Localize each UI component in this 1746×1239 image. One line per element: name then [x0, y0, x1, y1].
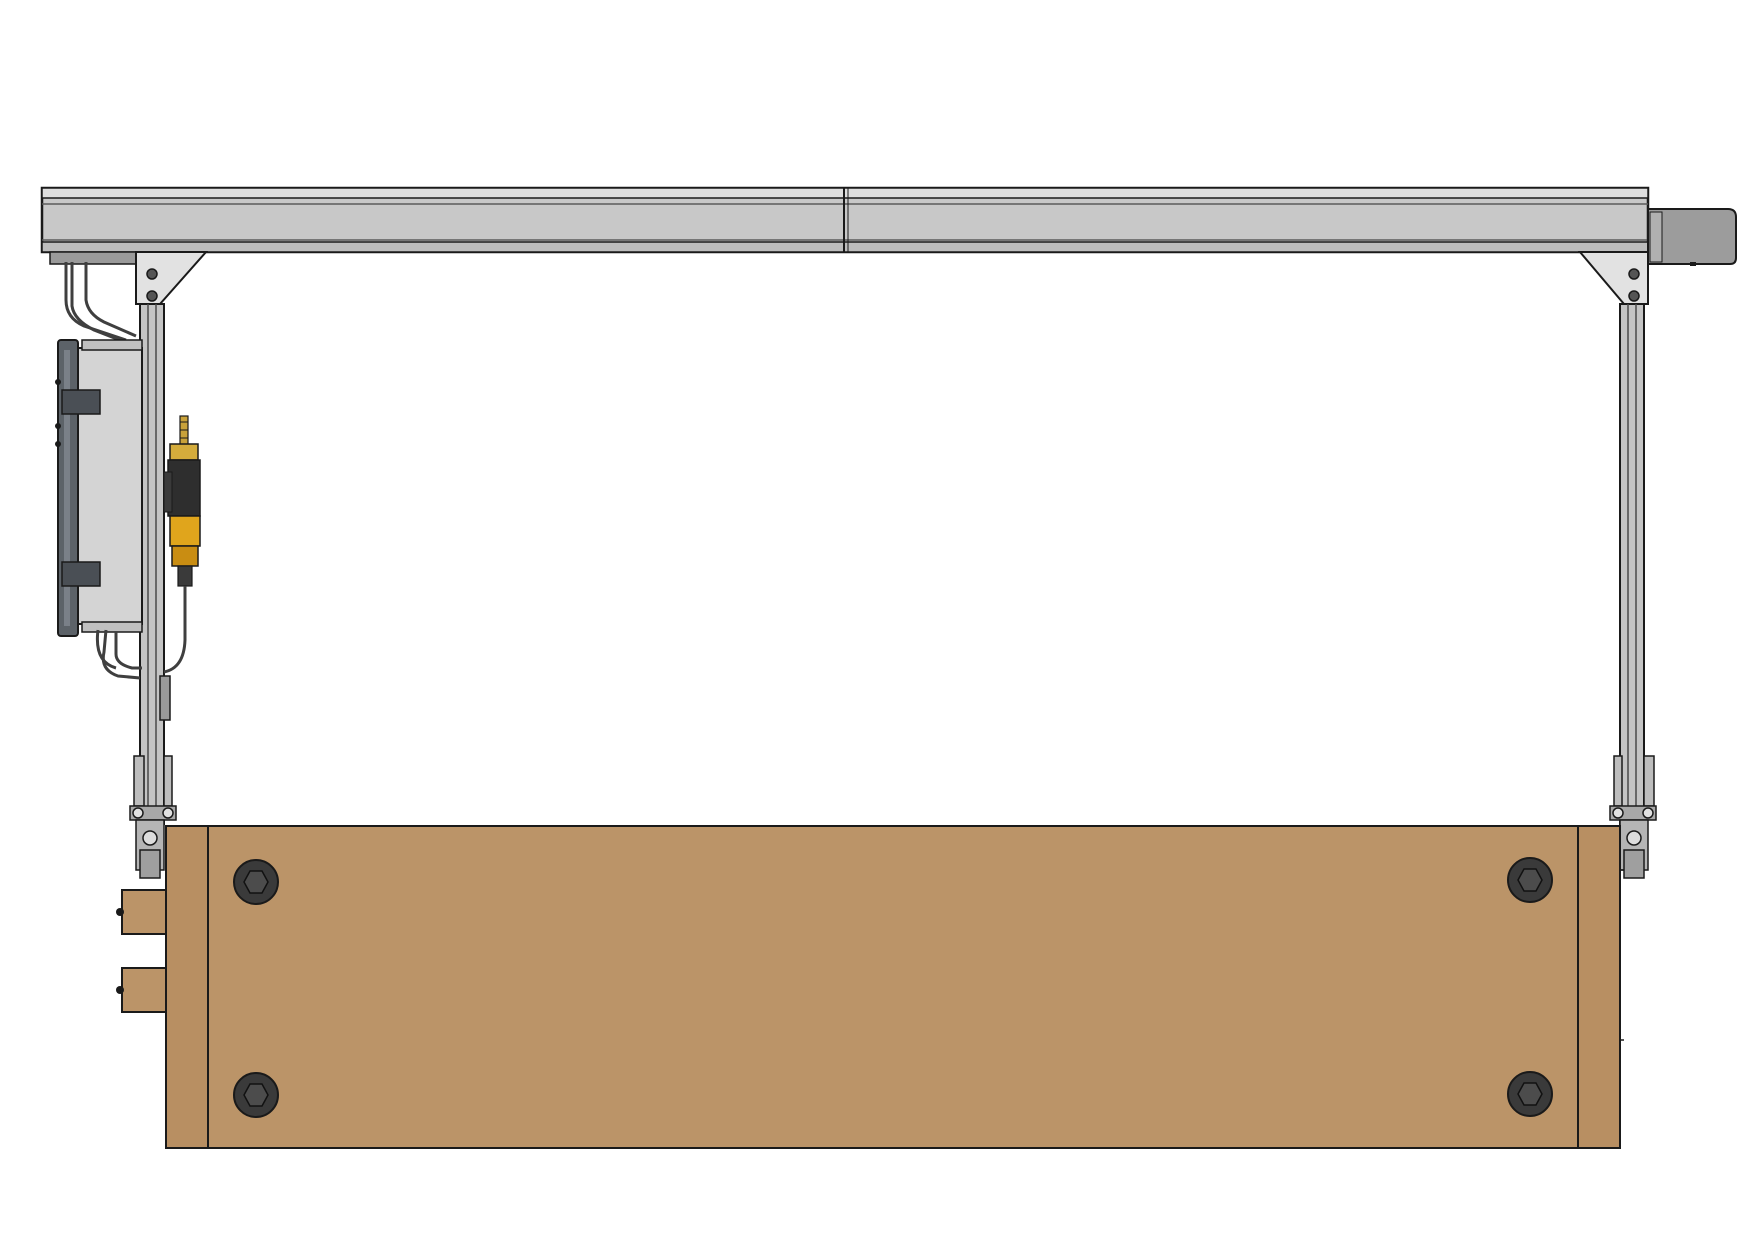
enclosure-top-flange: [81, 339, 143, 351]
door-screw: [55, 441, 61, 447]
electrical-enclosure: [55, 339, 143, 637]
brass-nut: [169, 443, 199, 461]
left-corner-bracket: [135, 251, 209, 305]
side-block-upper: [121, 889, 167, 935]
connector-cable: [163, 586, 187, 674]
connector-body-dark: [167, 459, 201, 517]
bracket-bolt: [146, 290, 158, 302]
door-latch-lower: [61, 561, 101, 587]
side-block-lower: [121, 967, 167, 1013]
door-latch-upper: [61, 389, 101, 415]
barb-tip: [179, 415, 189, 447]
connector-yellow-body: [169, 515, 201, 547]
enclosure-door-seal: [64, 350, 70, 626]
hex-bolt: [233, 859, 279, 905]
wood-left-end-panel: [165, 825, 209, 1149]
rail-mount-strip: [49, 251, 141, 265]
left-hinge-clamp: [129, 755, 177, 879]
door-screw: [55, 423, 61, 429]
right-post: [1619, 303, 1645, 825]
bracket-bolt: [1628, 268, 1640, 280]
hex-bolt: [1507, 857, 1553, 903]
rail-end-cap: [1647, 208, 1737, 265]
connector-yellow-lower: [171, 545, 199, 567]
top-rail: [40, 186, 1737, 266]
wood-right-end-panel: [1577, 825, 1621, 1149]
wood-main-panel: [207, 825, 1579, 1149]
bracket-bolt: [1628, 290, 1640, 302]
wooden-base: [165, 825, 1624, 1149]
left-side-blocks: [116, 889, 167, 1013]
door-screw: [55, 379, 61, 385]
rail-end-cap-face: [1649, 211, 1663, 263]
rail-end-cap-notch: [1690, 262, 1696, 266]
barb-fitting: [163, 415, 201, 674]
connector-tail: [177, 565, 193, 587]
upper-cables: [64, 262, 137, 346]
right-corner-bracket: [1577, 251, 1649, 305]
post-clip: [159, 675, 171, 721]
connector-collar: [163, 471, 173, 513]
left-post: [139, 303, 165, 825]
bracket-bolt: [146, 268, 158, 280]
right-hinge-clamp: [1609, 755, 1657, 879]
hex-bolt: [1507, 1071, 1553, 1117]
enclosure-bottom-flange: [81, 621, 143, 633]
lower-enclosure-cables: [95, 629, 142, 680]
hex-bolt: [233, 1072, 279, 1118]
